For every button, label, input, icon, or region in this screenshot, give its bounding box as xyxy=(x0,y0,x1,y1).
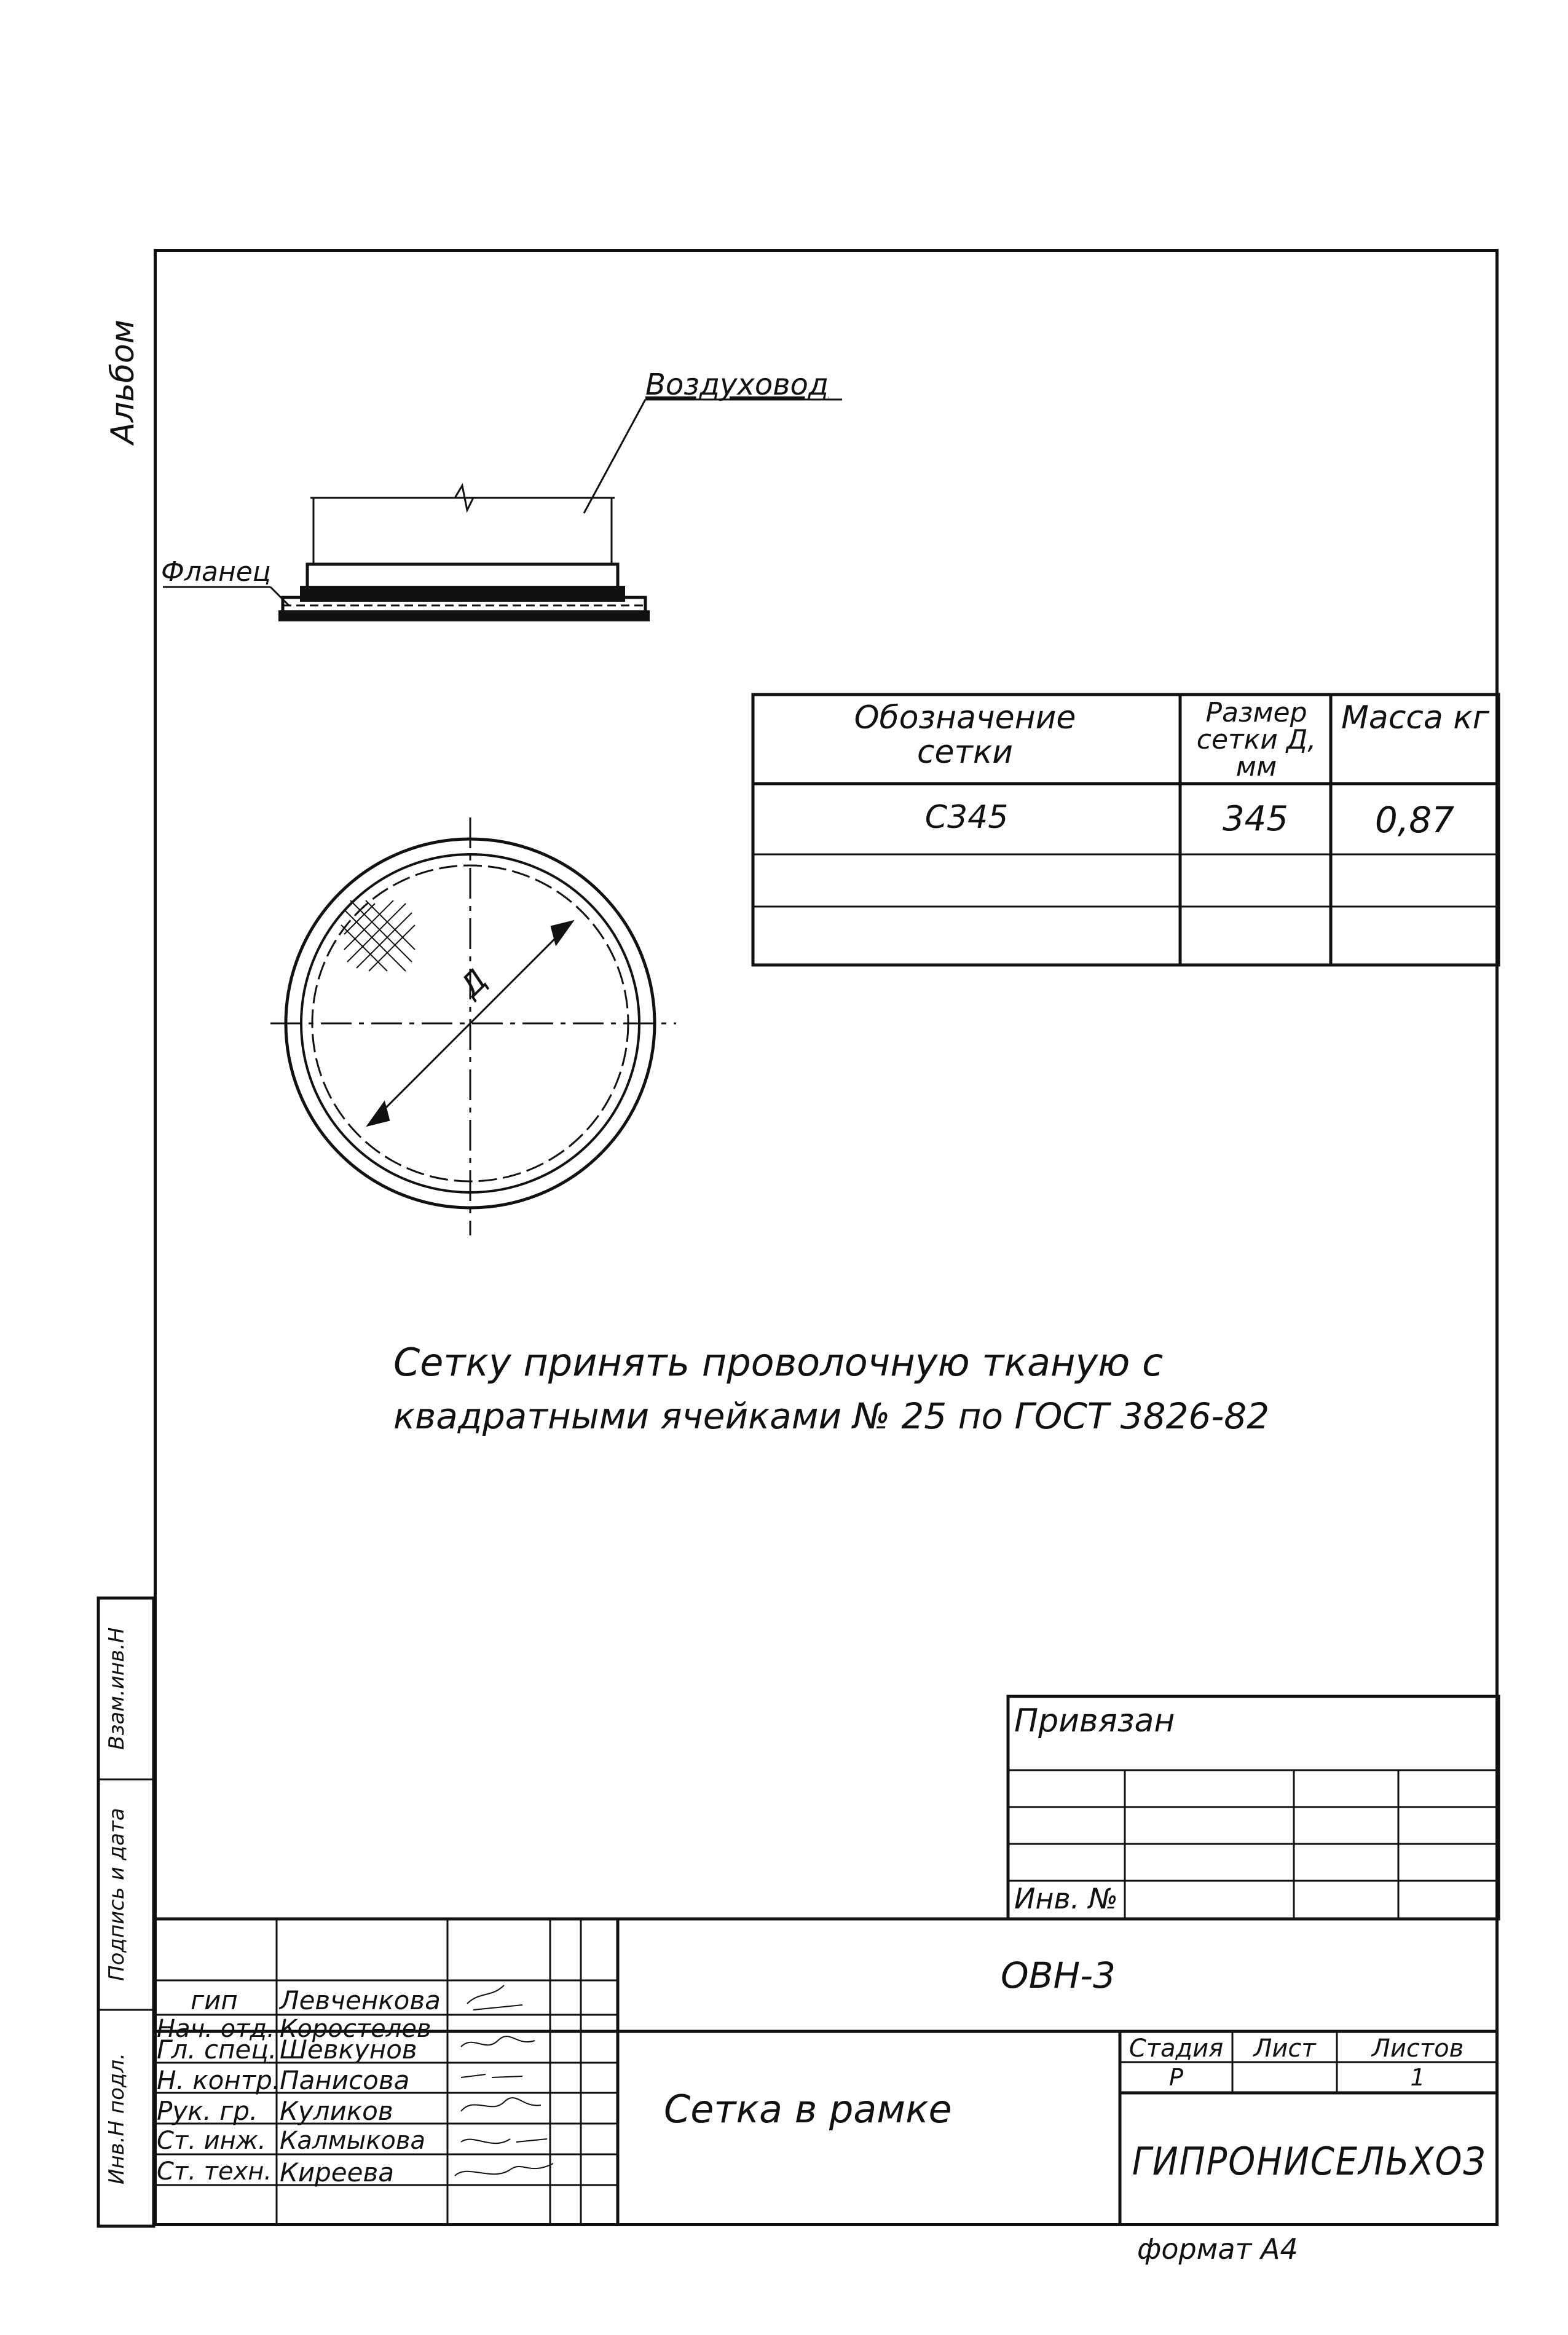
stamp-name-3: Панисова xyxy=(280,2065,410,2095)
stamp-name-4: Куликов xyxy=(280,2096,393,2126)
table-row-mass: 0,87 xyxy=(1374,799,1455,841)
table-row-designation: С345 xyxy=(924,799,1009,836)
strip-inv-podl-label: Инв.Н подл. xyxy=(104,2053,129,2185)
table-row-size: 345 xyxy=(1223,799,1288,839)
table-header-mass: Масса кг xyxy=(1341,699,1490,736)
privyazan-inv: Инв. № xyxy=(1014,1882,1118,1915)
stamp-format: формат А4 xyxy=(1137,2232,1298,2266)
note-line-2: квадратными ячейками № 25 по ГОСТ 3826-8… xyxy=(393,1395,1270,1437)
stamp-sheets-label: Листов xyxy=(1371,2034,1464,2063)
stamp-role-0: гип xyxy=(191,1985,238,2015)
flange-label: Фланец xyxy=(161,556,271,588)
stamp-role-2: Гл. спец. xyxy=(157,2034,277,2065)
drawing-frame xyxy=(154,249,1499,2226)
stamp-stage-value: Р xyxy=(1169,2064,1183,2091)
stamp-stage-label: Стадия xyxy=(1129,2034,1224,2063)
stamp-name-5: Калмыкова xyxy=(280,2127,425,2155)
stamp-role-3: Н. контр. xyxy=(157,2065,281,2095)
stamp-role-6: Ст. техн. xyxy=(157,2157,272,2186)
duct-label: Воздуховод xyxy=(645,368,829,402)
privyazan-title: Привязан xyxy=(1014,1703,1175,1739)
stamp-role-1: Нач. отд. xyxy=(157,2015,275,2043)
stamp-doc-code: ОВН-3 xyxy=(1001,1955,1116,1996)
stamp-title: Сетка в рамке xyxy=(664,2087,952,2132)
stamp-org: ГИПРОНИСЕЛЬХОЗ xyxy=(1132,2139,1487,2184)
table-header-designation: Обозначение сетки xyxy=(854,699,1076,771)
stamp-name-6: Киреева xyxy=(280,2157,394,2187)
stamp-sheets-value: 1 xyxy=(1410,2064,1425,2091)
stamp-name-1: Коростелев xyxy=(280,2015,431,2043)
strip-podpis-label: Подпись и дата xyxy=(104,1808,129,1982)
stamp-role-5: Ст. инж. xyxy=(157,2127,266,2155)
stamp-role-4: Рук. гр. xyxy=(157,2096,258,2126)
note-line-1: Сетку принять проволочную тканую с xyxy=(393,1340,1164,1385)
stamp-name-2: Шевкунов xyxy=(280,2034,417,2065)
strip-vzam-label: Взам.инв.Н xyxy=(104,1627,129,1750)
stamp-name-0: Левченкова xyxy=(280,1985,441,2015)
table-header-size: Размер сетки Д, мм xyxy=(1196,697,1317,782)
stamp-sheet-label: Лист xyxy=(1253,2034,1316,2063)
